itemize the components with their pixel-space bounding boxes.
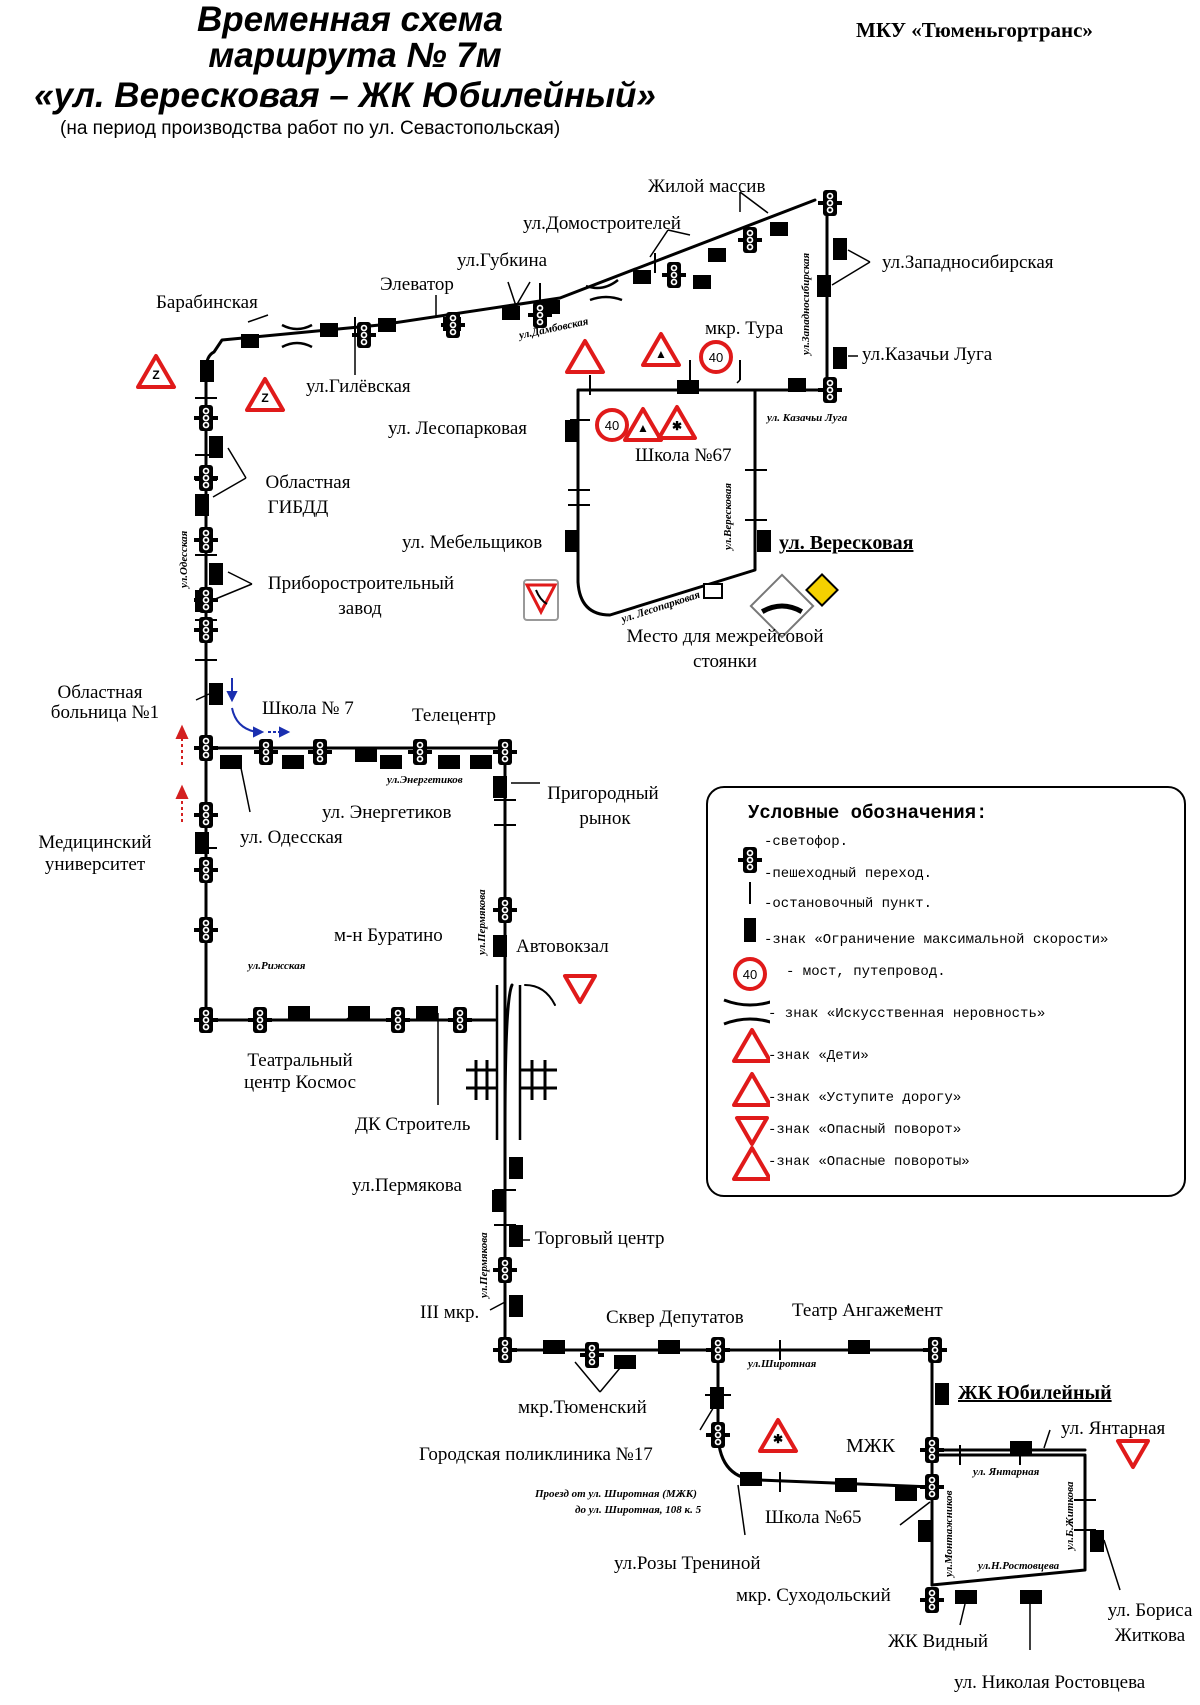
bridge-icon: [723, 998, 770, 1026]
page-title-line2: маршрута № 7м: [208, 36, 502, 75]
legend-bridge: - мост, путепровод.: [786, 964, 946, 980]
stop-label: Сквер Депутатов: [606, 1307, 744, 1328]
speed-limit-icon: [733, 957, 767, 991]
street-label: ул.Рижская: [248, 960, 306, 972]
legend-speed-limit: -знак «Ограничение максимальной скорости…: [764, 932, 1109, 948]
stop-label: ДК Строитель: [355, 1114, 471, 1135]
stop-label: центр Космос: [243, 1072, 357, 1093]
svg-text:Z: Z: [152, 368, 159, 382]
svg-text:Z: Z: [261, 391, 268, 405]
stop-label: рынок: [579, 808, 631, 829]
terminal-zhk-yubileyny: ЖК Юбилейный: [958, 1382, 1112, 1404]
stop-label: стоянки: [693, 651, 757, 672]
stop-label: Автовокзал: [516, 936, 609, 957]
page-title-line1: Временная схема: [197, 0, 503, 39]
legend-dangerous-turns: -знак «Опасные повороты»: [768, 1154, 970, 1170]
organization-name: МКУ «Тюменьгортранс»: [856, 18, 1093, 42]
street-label: ул.Западносибирская: [800, 252, 812, 355]
stop-label: завод: [338, 598, 382, 619]
terminal-vereskovaya: ул. Вересковая: [779, 532, 914, 554]
street-label: ул.Широтная: [748, 1358, 817, 1370]
stop-label: Торговый центр: [535, 1228, 665, 1249]
street-label: ул.Одесская: [178, 530, 190, 588]
stop-label: Школа №65: [765, 1507, 862, 1528]
legend-yield: -знак «Уступите дорогу»: [768, 1090, 962, 1106]
children-sign-icon: [732, 1072, 770, 1107]
stop-label: ул. Энергетиков: [322, 802, 452, 823]
street-label: ул.Пермякова: [478, 1232, 490, 1298]
stop-label: ул. Николая Ростовцева: [954, 1672, 1146, 1693]
stop-label: Областная: [57, 682, 143, 703]
street-label: ул.Монтажников: [943, 1490, 955, 1577]
stop-label: Житкова: [1114, 1625, 1186, 1646]
street-label: ул.Б.Житкова: [1064, 1481, 1076, 1551]
legend-dangerous-turn: -знак «Опасный поворот»: [768, 1122, 962, 1138]
stop-label: Элеватор: [380, 274, 454, 295]
stop-label: Приборостроительный: [267, 573, 455, 594]
stop-label: ул. Лесопарковая: [388, 418, 528, 439]
legend-traffic-light: -светофор.: [764, 834, 849, 850]
stop-label: Барабинская: [156, 292, 258, 313]
stop-label: м-н Буратино: [334, 925, 443, 946]
stop-label: мкр. Тура: [705, 318, 784, 339]
stop-label: Телецентр: [412, 705, 497, 726]
stop-label: ГИБДД: [267, 497, 329, 518]
stop-label: Медицинский: [38, 832, 152, 853]
street-label: ул.Пермякова: [476, 889, 488, 955]
stop-label: Театр Ангажемент: [792, 1300, 943, 1321]
legend-stop: -остановочный пункт.: [764, 896, 933, 912]
street-label: ул. Янтарная: [973, 1466, 1040, 1478]
legend-title: Условные обозначения:: [748, 802, 988, 824]
stop-label: ул.Губкина: [457, 250, 548, 271]
street-label: до ул. Широтная, 108 к. 5: [575, 1504, 702, 1516]
stop-label: Школа №67: [635, 445, 732, 466]
stop-label: больница №1: [50, 702, 160, 723]
stop-label: мкр. Суходольский: [736, 1585, 891, 1606]
dangerous-turn-icon: [732, 1146, 770, 1181]
stop-label: ул. Янтарная: [1061, 1418, 1166, 1439]
stop-label: Театральный: [247, 1050, 353, 1071]
stop-label: ул.Западносибирская: [882, 252, 1054, 273]
street-label: ул.Вересковая: [722, 483, 734, 550]
street-label: Проезд от ул. Широтная (МЖК): [535, 1488, 697, 1500]
stop-label: Областная: [265, 472, 351, 493]
page-title-line3: «ул. Вересковая – ЖК Юбилейный»: [34, 76, 656, 115]
stop-label: III мкр.: [420, 1302, 480, 1323]
stop-label: ул.Розы Трениной: [614, 1553, 761, 1574]
street-label: ул.Н.Ростовцева: [978, 1560, 1060, 1572]
bump-sign-icon: [732, 1028, 770, 1063]
legend-bump: - знак «Искусственная неровность»: [768, 1006, 1046, 1022]
stop-label: ул. Бориса: [1107, 1600, 1193, 1621]
stop-label: Городская поликлиника №17: [419, 1444, 653, 1465]
legend-crosswalk: -пешеходный переход.: [764, 866, 933, 882]
stop-label: Место для межрейсовой: [626, 626, 824, 647]
stop-label: мкр.Тюменский: [518, 1397, 647, 1418]
svg-text:▲: ▲: [655, 347, 667, 361]
svg-text:✱: ✱: [672, 419, 682, 433]
stop-label: Пригородный: [547, 783, 659, 804]
svg-text:▲: ▲: [637, 421, 649, 435]
stop-label: ул. Мебельщиков: [402, 532, 543, 553]
stop-label: ЖК Видный: [888, 1631, 989, 1652]
street-label: ул. Казачьи Луга: [767, 412, 848, 424]
street-label: ул.Энергетиков: [387, 774, 463, 786]
page-subtitle: (на период производства работ по ул. Сев…: [60, 118, 561, 139]
stop-label: ул.Пермякова: [352, 1175, 462, 1196]
stop-label: ул. Одесская: [240, 827, 343, 848]
stop-label: Школа № 7: [262, 698, 354, 719]
stop-label: ул.Гилёвская: [306, 376, 411, 397]
stop-icon: [744, 918, 756, 942]
legend-children: -знак «Дети»: [768, 1048, 869, 1064]
yield-sign-icon: [735, 1116, 769, 1146]
stop-label: МЖК: [846, 1435, 896, 1457]
legend: Условные обозначения: -светофор. -пешехо…: [706, 786, 1186, 1197]
stop-label: ул.Домостроителей: [523, 213, 681, 234]
stop-label: университет: [44, 854, 146, 875]
stop-label: Жилой массив: [648, 176, 766, 197]
legend-symbols: [723, 847, 770, 1181]
traffic-light-icon: [738, 847, 762, 873]
svg-text:✱: ✱: [773, 1432, 783, 1446]
stop-label: ул.Казачьи Луга: [862, 344, 993, 365]
